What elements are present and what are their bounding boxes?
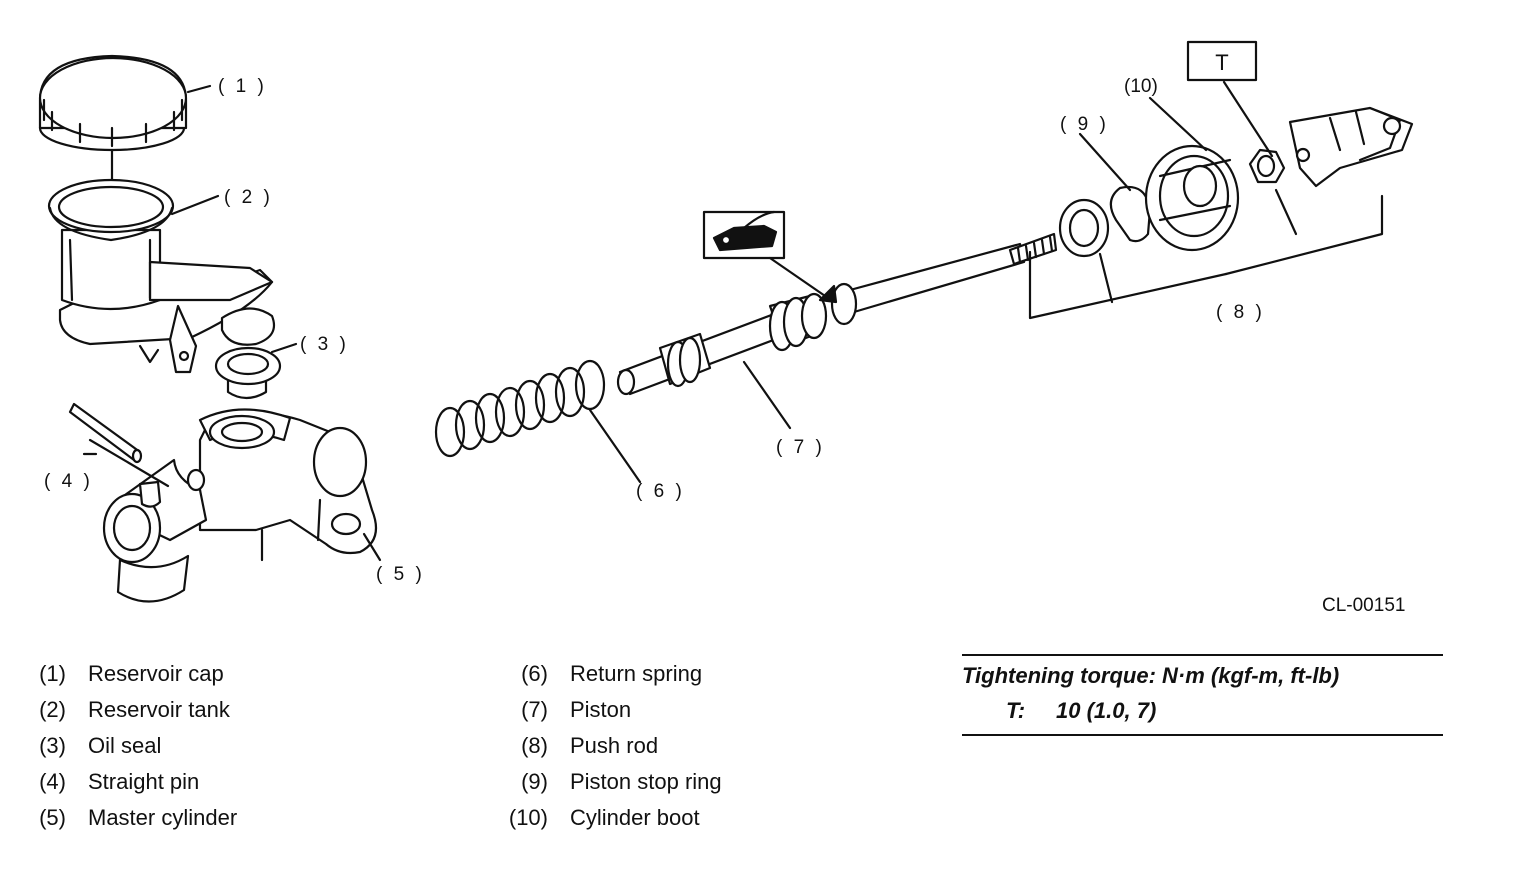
master-cylinder: [102, 408, 378, 603]
legend-item: (8)Push rod: [521, 733, 659, 758]
torque-spec-box: Tightening torque: N·m (kgf-m, ft-lb) T:…: [962, 654, 1443, 736]
callout-5: ( 5 ): [376, 564, 425, 585]
cylinder-boot: [1144, 144, 1240, 252]
reference-code: CL-00151: [1322, 595, 1405, 616]
reservoir-cap: [38, 54, 188, 152]
callout-8: ( 8 ): [1216, 302, 1265, 323]
callout-2: ( 2 ): [224, 187, 273, 208]
legend-item: (1)Reservoir cap: [39, 661, 224, 686]
torque-heading: Tightening torque: N·m (kgf-m, ft-lb): [962, 663, 1340, 688]
callout-10: (10): [1124, 76, 1158, 97]
legend-item: (10)Cylinder boot: [508, 805, 700, 830]
leader-line-torque: [1222, 80, 1274, 158]
push-rod-clevis: [1288, 106, 1414, 188]
legend-item: (3)Oil seal: [39, 733, 162, 758]
callout-7: ( 7 ): [776, 437, 825, 458]
callout-6: ( 6 ): [636, 481, 685, 502]
piston: [616, 292, 828, 396]
callout-4: ( 4 ): [44, 471, 93, 492]
legend-item: (5)Master cylinder: [39, 805, 238, 830]
piston-stop-ring: [1058, 185, 1152, 258]
return-spring: [434, 359, 606, 458]
legend-left: (1)Reservoir cap (2)Reservoir tank (3)Oi…: [34, 656, 237, 836]
callout-1: ( 1 ): [218, 76, 267, 97]
bracket-line-8: [1028, 188, 1384, 320]
torque-label: T:: [1006, 698, 1026, 723]
torque-tag-label: T: [1215, 50, 1228, 75]
grease-arrowhead: [818, 284, 838, 304]
legend-item: (4)Straight pin: [39, 769, 200, 794]
legend-right: (6)Return spring (7)Piston (8)Push rod (…: [500, 656, 722, 836]
grease-icon: [702, 210, 786, 260]
reservoir-tank: [47, 178, 276, 374]
legend-item: (2)Reservoir tank: [39, 697, 230, 722]
push-rod: [830, 232, 1058, 326]
callout-3: ( 3 ): [300, 334, 349, 355]
torque-value: 10 (1.0, 7): [1056, 698, 1157, 723]
callout-9: ( 9 ): [1060, 114, 1109, 135]
oil-seal: [214, 346, 282, 400]
torque-tag-box: [1186, 40, 1258, 82]
legend-item: (6)Return spring: [521, 661, 703, 686]
legend-item: (7)Piston: [521, 697, 632, 722]
push-rod-nut: [1248, 148, 1286, 184]
legend-item: (9)Piston stop ring: [521, 769, 722, 794]
straight-pin: [68, 402, 143, 464]
callout-leaders: [88, 84, 1208, 562]
leader-line-grease: [768, 256, 830, 300]
torque-spec-row: T: 10 (1.0, 7): [962, 693, 1443, 728]
